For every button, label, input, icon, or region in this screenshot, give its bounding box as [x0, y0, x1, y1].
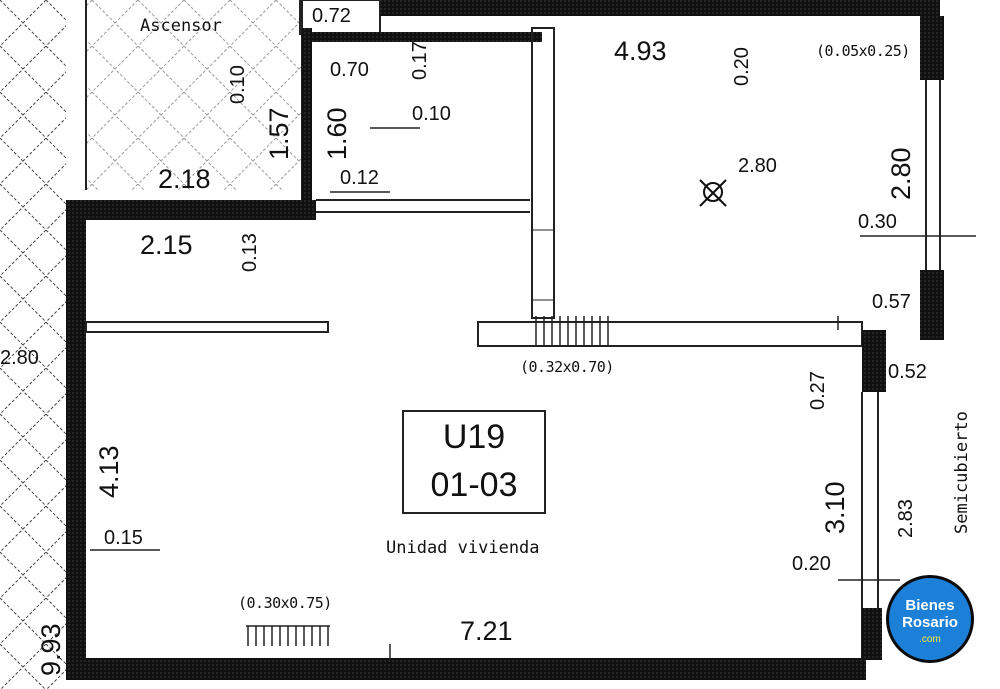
dim-0-52: 0.52	[888, 361, 927, 383]
window-size-mid: (0.32x0.70)	[520, 358, 614, 376]
dim-0-10-a: 0.10	[227, 65, 249, 104]
logo-line1: Bienes	[905, 597, 955, 614]
dim-9-93: 9.93	[36, 623, 66, 676]
unit-id: U19	[442, 418, 506, 456]
label-semicubierto: Semicubierto	[952, 411, 972, 534]
dim-4-93: 4.93	[614, 36, 667, 66]
window-size-bottom: (0.30x0.75)	[238, 594, 332, 612]
dim-2-15: 2.15	[140, 230, 193, 260]
dim-1-60: 1.60	[322, 107, 352, 160]
elevator-hatch	[86, 0, 302, 190]
dim-1-57: 1.57	[264, 107, 294, 160]
dim-0-17: 0.17	[409, 41, 431, 80]
top-wall	[380, 0, 940, 16]
exterior-hatch	[0, 0, 66, 689]
light-fixture-icon	[699, 179, 727, 207]
dim-7-21: 7.21	[460, 616, 513, 646]
bienes-rosario-logo[interactable]: Bienes Rosario .com	[886, 575, 974, 663]
logo-line3: .com	[919, 634, 941, 645]
dim-0-10-b: 0.10	[412, 103, 451, 125]
dim-2-18: 2.18	[158, 164, 211, 194]
unit-floor: 01-03	[430, 466, 518, 504]
dim-0-15: 0.15	[104, 527, 143, 549]
label-unidad-vivienda: Unidad vivienda	[386, 538, 540, 558]
dim-0-72: 0.72	[312, 5, 351, 27]
unit-id-box: U19 01-03	[402, 410, 546, 514]
dim-2-80-mark: 2.80	[738, 155, 777, 177]
dim-3-10: 3.10	[820, 481, 850, 534]
dim-4-13: 4.13	[94, 445, 124, 498]
dim-2-80-left: 2.80	[0, 347, 39, 369]
left-wall	[66, 220, 86, 680]
dim-2-83: 2.83	[895, 499, 917, 538]
dim-0-13: 0.13	[239, 233, 261, 272]
dim-0-27: 0.27	[807, 371, 829, 410]
dim-0-20-a: 0.20	[731, 47, 753, 86]
label-ascensor: Ascensor	[140, 16, 222, 36]
dim-0-30: 0.30	[858, 211, 897, 233]
bottom-wall	[66, 658, 866, 680]
window-size-top: (0.05x0.25)	[816, 42, 910, 60]
dim-2-80-big: 2.80	[886, 147, 916, 200]
dim-0-70: 0.70	[330, 59, 369, 81]
right-wall-top	[920, 16, 944, 80]
dim-0-12: 0.12	[340, 167, 379, 189]
dim-0-57: 0.57	[872, 291, 911, 313]
upper-left-wall	[66, 200, 316, 220]
dim-0-20-b: 0.20	[792, 553, 831, 575]
logo-line2: Rosario	[902, 614, 958, 631]
